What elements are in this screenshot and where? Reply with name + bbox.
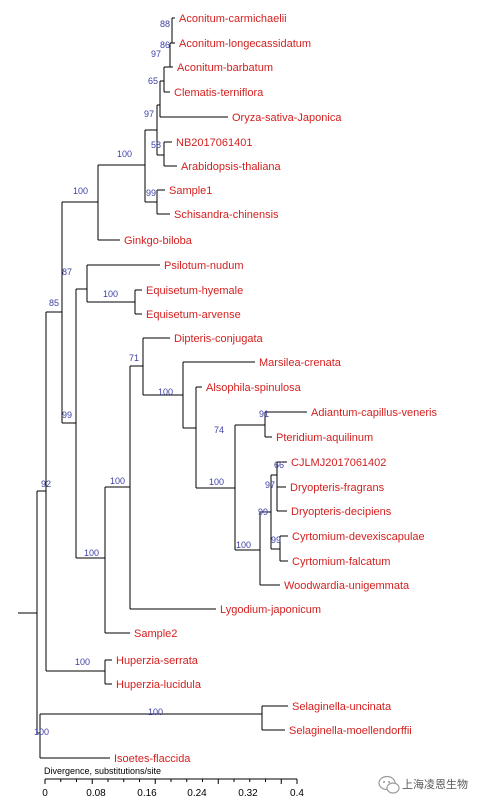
support-value: 58 xyxy=(151,140,161,150)
taxon-label: Clematis-terniflora xyxy=(174,87,264,99)
taxon-label: Huperzia-serrata xyxy=(116,655,199,667)
support-value: 97 xyxy=(144,109,154,119)
scale-axis: Divergence, substitutions/site 0 0.08 0.… xyxy=(42,766,304,799)
tree-branches xyxy=(18,17,307,759)
axis-ticks xyxy=(44,779,298,784)
axis-tick-label: 0.4 xyxy=(290,788,304,799)
support-value: 100 xyxy=(117,149,132,159)
support-value: 100 xyxy=(158,387,173,397)
taxon-label: Selaginella-uncinata xyxy=(292,701,392,713)
support-value: 85 xyxy=(49,298,59,308)
axis-tick-label: 0.08 xyxy=(86,788,106,799)
support-value: 97 xyxy=(151,49,161,59)
support-values: 88 86 97 65 97 58 100 99 100 87 100 85 7… xyxy=(34,19,284,737)
wechat-icon xyxy=(378,775,400,794)
taxon-label: Equisetum-arvense xyxy=(146,309,241,321)
taxon-label: Sample2 xyxy=(134,628,177,640)
watermark: 上海凌恩生物 xyxy=(378,775,468,794)
axis-tick-label: 0.16 xyxy=(137,788,157,799)
taxon-label: Psilotum-nudum xyxy=(164,260,243,272)
taxon-label: Arabidopsis-thaliana xyxy=(181,161,282,173)
taxon-label: Lygodium-japonicum xyxy=(220,604,321,616)
taxon-label: Adiantum-capillus-veneris xyxy=(311,407,437,419)
support-value: 100 xyxy=(84,548,99,558)
taxon-label: CJLMJ2017061402 xyxy=(291,457,386,469)
axis-tick-label: 0.24 xyxy=(187,788,207,799)
support-value: 99 xyxy=(146,188,156,198)
support-value: 100 xyxy=(209,477,224,487)
support-value: 100 xyxy=(73,186,88,196)
support-value: 100 xyxy=(236,540,251,550)
taxon-label: Sample1 xyxy=(169,185,212,197)
taxon-label: Oryza-sativa-Japonica xyxy=(232,112,342,124)
watermark-text: 上海凌恩生物 xyxy=(402,777,468,791)
taxon-label: Woodwardia-unigemmata xyxy=(284,580,410,592)
support-value: 86 xyxy=(160,40,170,50)
taxon-label: Equisetum-hyemale xyxy=(146,285,243,297)
support-value: 65 xyxy=(148,76,158,86)
support-value: 74 xyxy=(214,425,224,435)
taxon-label: Pteridium-aquilinum xyxy=(276,432,373,444)
taxon-label: Schisandra-chinensis xyxy=(174,209,279,221)
taxon-label: Isoetes-flaccida xyxy=(114,753,191,765)
taxon-label: Dryopteris-decipiens xyxy=(291,506,392,518)
taxon-label: Ginkgo-biloba xyxy=(124,235,193,247)
support-value: 66 xyxy=(274,460,284,470)
support-value: 97 xyxy=(265,480,275,490)
taxon-label: Selaginella-moellendorffii xyxy=(289,725,412,737)
taxon-label: Alsophila-spinulosa xyxy=(206,382,302,394)
taxon-label: Aconitum-barbatum xyxy=(177,62,273,74)
taxon-label: Aconitum-carmichaelii xyxy=(179,13,287,25)
support-value: 99 xyxy=(62,410,72,420)
axis-tick-label: 0.32 xyxy=(238,788,258,799)
support-value: 92 xyxy=(41,479,51,489)
support-value: 99 xyxy=(271,535,281,545)
taxon-label: Huperzia-lucidula xyxy=(116,679,202,691)
support-value: 91 xyxy=(259,409,269,419)
support-value: 100 xyxy=(75,657,90,667)
support-value: 88 xyxy=(160,19,170,29)
taxon-label: Aconitum-longecassidatum xyxy=(179,38,311,50)
axis-tick-label: 0 xyxy=(42,788,48,799)
support-value: 100 xyxy=(103,289,118,299)
taxon-label: Dipteris-conjugata xyxy=(174,333,264,345)
taxon-label: NB2017061401 xyxy=(176,137,252,149)
support-value: 87 xyxy=(62,267,72,277)
taxon-labels: Aconitum-carmichaelii Aconitum-longecass… xyxy=(114,13,437,765)
support-value: 100 xyxy=(34,727,49,737)
support-value: 71 xyxy=(129,353,139,363)
axis-title: Divergence, substitutions/site xyxy=(44,766,161,776)
taxon-label: Cyrtomium-falcatum xyxy=(292,556,390,568)
support-value: 100 xyxy=(110,476,125,486)
taxon-label: Cyrtomium-devexiscapulae xyxy=(292,531,425,543)
support-value: 100 xyxy=(148,707,163,717)
support-value: 99 xyxy=(258,507,268,517)
taxon-label: Dryopteris-fragrans xyxy=(290,482,385,494)
taxon-label: Marsilea-crenata xyxy=(259,357,342,369)
